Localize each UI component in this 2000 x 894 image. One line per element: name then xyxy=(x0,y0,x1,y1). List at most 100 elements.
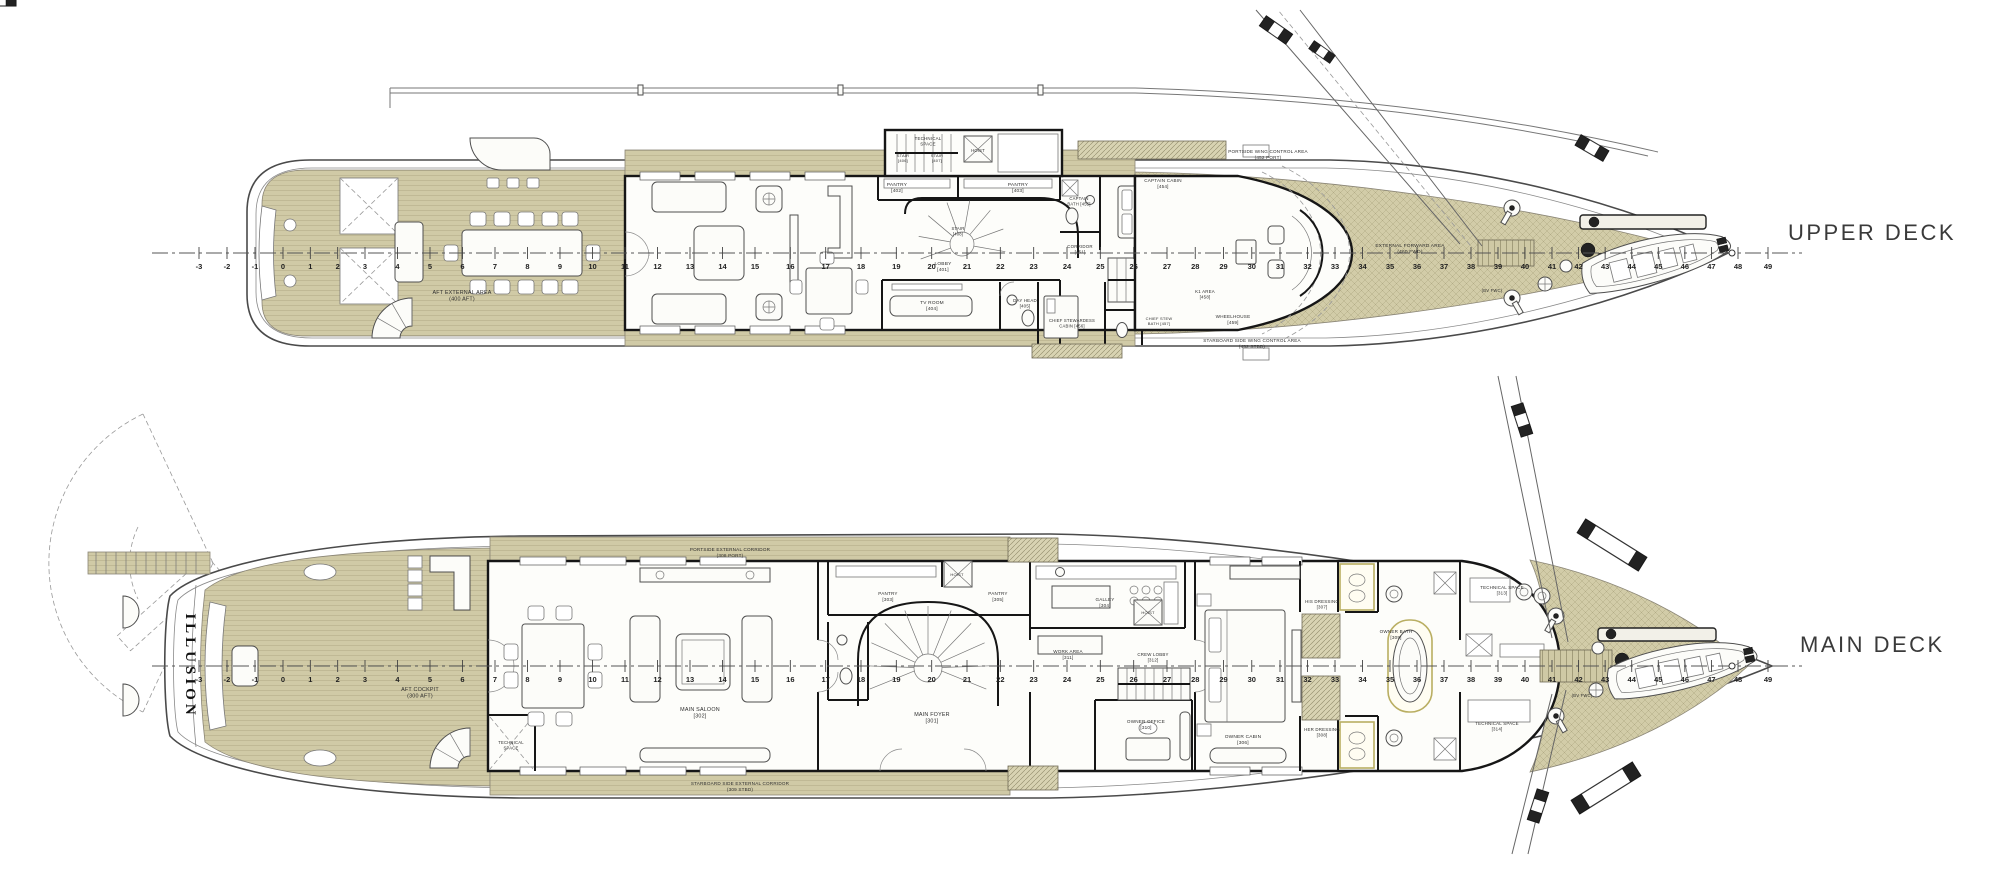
upper-frame-number: 39 xyxy=(1494,262,1502,271)
upper-frame-number: 48 xyxy=(1734,262,1742,271)
upper-frame-number: -1 xyxy=(252,262,259,271)
main-frame-number: 14 xyxy=(718,675,727,684)
work-counter xyxy=(1037,635,1103,655)
upper-frame-number: 34 xyxy=(1358,262,1367,271)
main-deck-plan: AFT COCKPIT(300 AFT)TECHNICALSPACEPORTSI… xyxy=(0,0,1945,855)
crane-boom xyxy=(1579,214,1707,230)
upper-frame-number: 28 xyxy=(1191,262,1199,271)
upper-frame-number: 32 xyxy=(1303,262,1311,271)
upper-frame-number: 3 xyxy=(363,262,367,271)
upper-frame-number: 33 xyxy=(1331,262,1339,271)
main-frame-number: 15 xyxy=(751,675,759,684)
main-frame-number: -1 xyxy=(252,675,259,684)
main-bow-marker xyxy=(1728,662,1736,670)
upper-label-day_head: DAY HEAD[405] xyxy=(1013,298,1037,309)
upper-frame-number: 17 xyxy=(821,262,829,271)
upper-frame-number: -3 xyxy=(196,262,203,271)
upper-frame-number: 18 xyxy=(857,262,865,271)
main-frame-number: 47 xyxy=(1707,675,1715,684)
main-label-owner_bath: OWNER BATH[309] xyxy=(1380,629,1413,640)
main-frame-number: 12 xyxy=(653,675,661,684)
main-label-hoist_1: HOIST xyxy=(950,572,964,577)
sink xyxy=(1006,294,1018,306)
upper-deck-plan: AFT EXTERNAL AREA(400 AFT)TECHNICALSPACE… xyxy=(152,9,1954,361)
upper-frame-number: 4 xyxy=(395,262,400,271)
main-label-crew_lobby: CREW LOBBY[312] xyxy=(1137,652,1168,663)
main-frame-number: 45 xyxy=(1654,675,1662,684)
upper-frame-number: 38 xyxy=(1467,262,1475,271)
main-frame-number: 20 xyxy=(927,675,935,684)
main-frame-number: 46 xyxy=(1681,675,1689,684)
card-table xyxy=(805,267,853,315)
main-frame-number: 1 xyxy=(308,675,312,684)
upper-frame-number: 29 xyxy=(1219,262,1227,271)
upper-aft-deck-furniture xyxy=(258,137,601,339)
upper-frame-number: 8 xyxy=(525,262,529,271)
upper-frame-number: 30 xyxy=(1248,262,1256,271)
upper-frame-number: 1 xyxy=(308,262,312,271)
helm-seat xyxy=(1267,225,1285,245)
main-frame-number: 31 xyxy=(1276,675,1284,684)
crew-stair-down xyxy=(1117,667,1191,701)
main-frame-number: 22 xyxy=(996,675,1004,684)
console xyxy=(639,747,771,763)
main-frame-number: 19 xyxy=(892,675,900,684)
vanity xyxy=(1339,721,1375,769)
upper-frame-number: 45 xyxy=(1654,262,1662,271)
sofa xyxy=(651,181,727,213)
upper-frame-number: 26 xyxy=(1129,262,1137,271)
upper-frame-number: 44 xyxy=(1628,262,1637,271)
upper-frame-number: 16 xyxy=(786,262,794,271)
main-deck-title: MAIN DECK xyxy=(1800,632,1945,657)
main-frame-number: 28 xyxy=(1191,675,1199,684)
main-frame-number: 21 xyxy=(963,675,971,684)
main-label-his_dressing: HIS DRESSING[307] xyxy=(1305,599,1339,610)
saloon-sofa xyxy=(741,615,773,703)
windlass xyxy=(1580,242,1596,258)
upper-label-starboard_wing: STARBOARD SIDE WING CONTROL AREA(452 STB… xyxy=(1203,338,1301,349)
main-label-pantry_port: PANTRY[303] xyxy=(878,591,897,602)
upper-frame-number: 15 xyxy=(751,262,759,271)
main-label-hoist_2: HOIST xyxy=(1141,610,1155,615)
main-frame-number: 7 xyxy=(493,675,497,684)
upper-frame-number: 24 xyxy=(1063,262,1072,271)
main-frame-number: 0 xyxy=(281,675,285,684)
galley-island xyxy=(1051,585,1111,609)
upper-frame-number: 2 xyxy=(336,262,340,271)
upper-label-pantry_port: PANTRY[402] xyxy=(887,182,908,194)
main-label-her_dressing: HER DRESSING[308] xyxy=(1304,727,1340,738)
main-frame-number: 42 xyxy=(1574,675,1582,684)
upper-frame-number: 19 xyxy=(892,262,900,271)
upper-label-aft_external: AFT EXTERNAL AREA(400 AFT) xyxy=(432,290,491,303)
main-frame-number: 2 xyxy=(336,675,340,684)
sun-lounger xyxy=(394,221,424,283)
bath-sink xyxy=(1385,585,1403,603)
upper-frame-number: 40 xyxy=(1521,262,1529,271)
sideboard xyxy=(639,567,771,583)
upper-frame-number: 25 xyxy=(1096,262,1104,271)
crane-boom xyxy=(1597,627,1717,642)
upper-label-corridor: CORRIDOR[451] xyxy=(1067,244,1093,255)
aft-cockpit-furniture xyxy=(122,555,471,769)
upper-frame-number: 37 xyxy=(1440,262,1448,271)
upper-label-stair_port: STAIR[406] xyxy=(897,153,909,163)
office-desk xyxy=(1125,737,1171,761)
main-label-technical_space_2: TECHNICAL SPACE[314] xyxy=(1475,721,1519,732)
cockpit-bar xyxy=(429,555,471,611)
main-label-owner_office: OWNER OFFICE[310] xyxy=(1127,719,1165,730)
upper-frame-number: 14 xyxy=(718,262,727,271)
wardrobe xyxy=(1301,613,1341,659)
saloon-sofa xyxy=(629,615,661,703)
main-label-work_area: WORK AREA[311] xyxy=(1053,649,1083,660)
main-frame-number: 39 xyxy=(1494,675,1502,684)
aft-deck-stair xyxy=(371,297,413,339)
sky-lounge-windows xyxy=(639,171,846,335)
main-windows xyxy=(519,556,1303,776)
main-frame-number: 6 xyxy=(460,675,464,684)
upper-frame-number: 9 xyxy=(558,262,562,271)
upper-frame-number: 21 xyxy=(963,262,971,271)
upper-frame-number: 22 xyxy=(996,262,1004,271)
main-frame-number: 44 xyxy=(1628,675,1637,684)
